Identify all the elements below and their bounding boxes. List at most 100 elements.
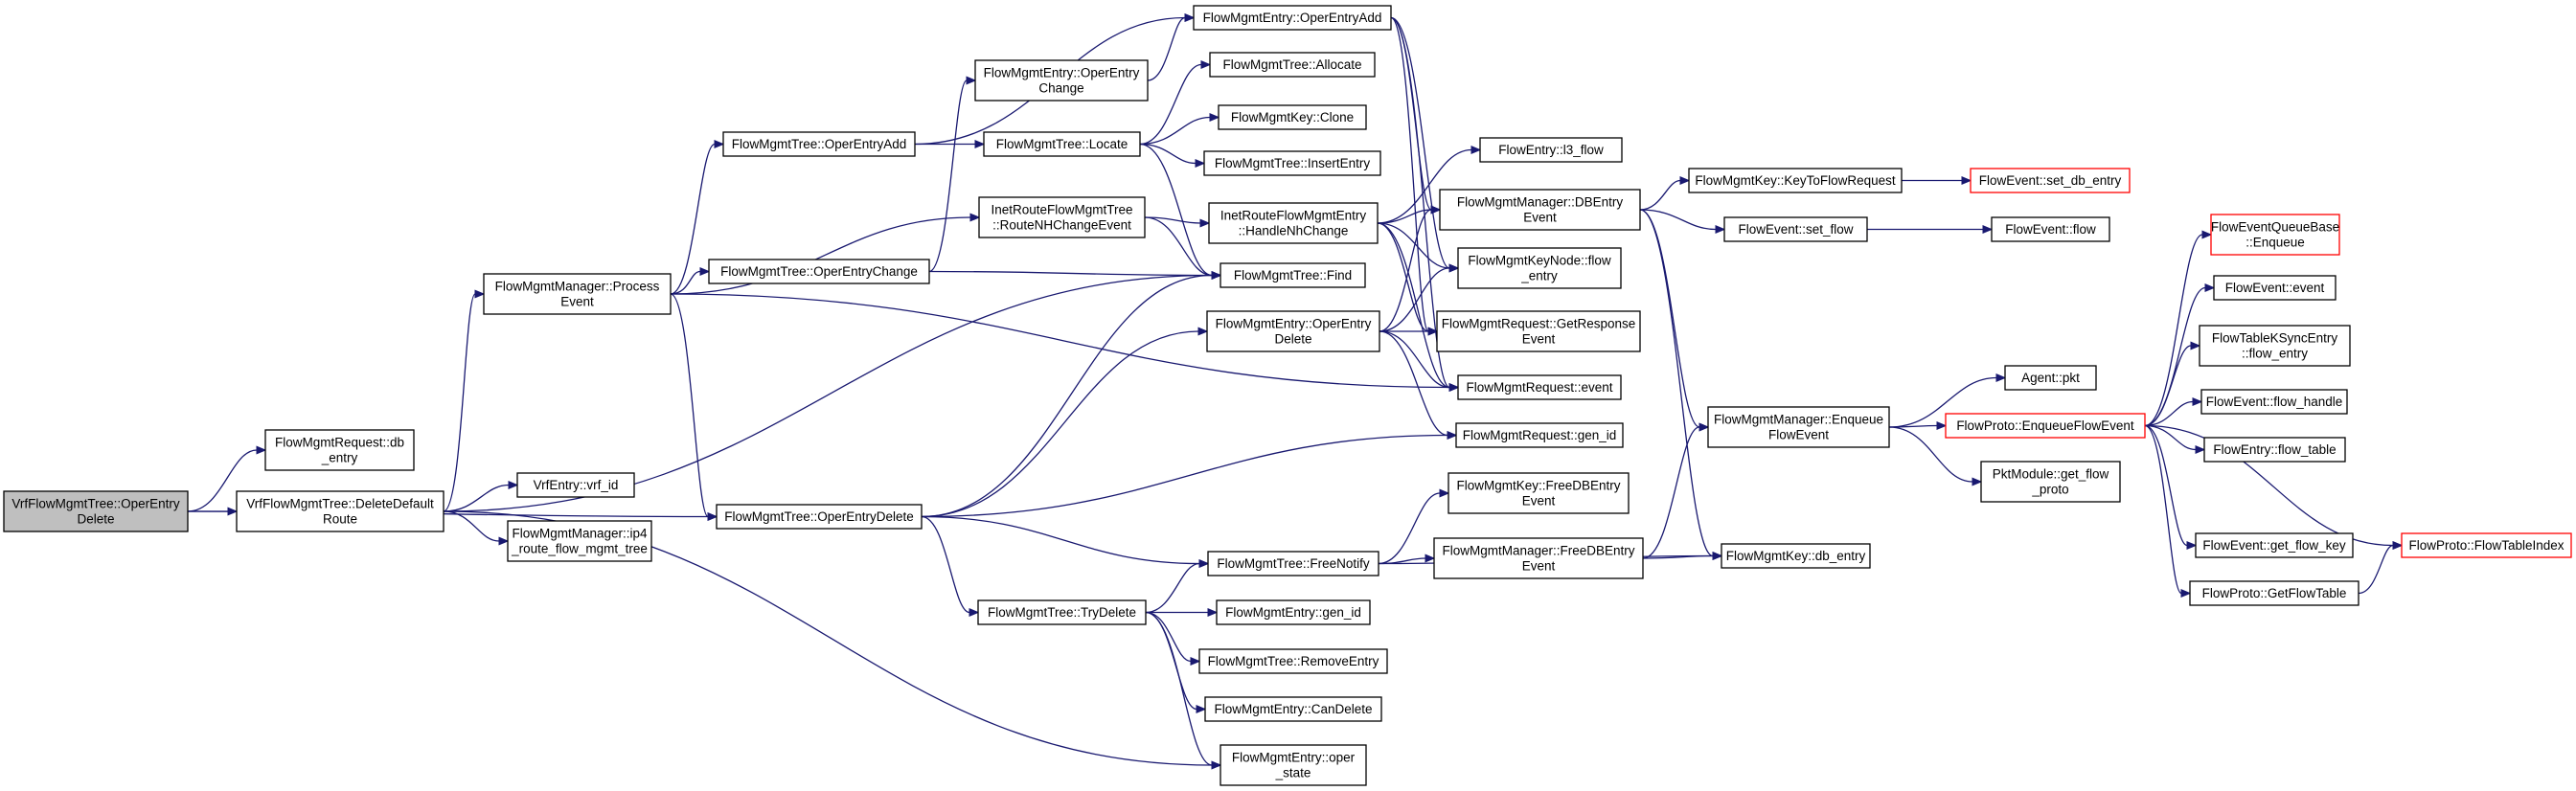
function-node-treeTryDelete[interactable]: FlowMgmtTree::TryDelete	[977, 599, 1147, 625]
function-node-setFlow[interactable]: FlowEvent::set_flow	[1723, 216, 1868, 242]
function-node-enqueueFlowEvent[interactable]: FlowMgmtManager::EnqueueFlowEvent	[1707, 406, 1890, 448]
function-node-entryOperEntryAdd[interactable]: FlowMgmtEntry::OperEntryAdd	[1193, 5, 1392, 31]
node-label: FlowMgmtRequest::event	[1466, 380, 1612, 395]
function-node-handleNh[interactable]: InetRouteFlowMgmtEntry::HandleNhChange	[1208, 202, 1379, 244]
node-label: FlowEvent::set_db_entry	[1979, 173, 2122, 188]
node-box	[1220, 744, 1367, 786]
function-node-getFlowKey[interactable]: FlowEvent::get_flow_key	[2195, 532, 2354, 558]
function-node-entryOperEntryChange[interactable]: FlowMgmtEntry::OperEntryChange	[974, 59, 1149, 102]
edge-arrowhead	[1679, 175, 1691, 186]
function-node-treeAllocate[interactable]: FlowMgmtTree::Allocate	[1209, 52, 1376, 78]
node-box	[722, 131, 916, 157]
node-box	[1218, 104, 1367, 130]
edge-arrowhead	[2192, 396, 2203, 407]
function-node-treeFreeNotify[interactable]: FlowMgmtTree::FreeNotify	[1207, 551, 1379, 576]
edge-line	[2144, 424, 2188, 547]
function-node-treeInsertEntry[interactable]: FlowMgmtTree::InsertEntry	[1203, 150, 1381, 176]
edge-arrowhead	[1982, 224, 1994, 235]
node-label: Event	[1522, 494, 1556, 508]
edge-line	[921, 434, 1448, 518]
function-node-treeRemoveEntry[interactable]: FlowMgmtTree::RemoveEntry	[1198, 648, 1388, 674]
node-label: FlowEntry::flow_table	[2213, 442, 2336, 457]
function-node-keyNodeFlowEntry[interactable]: FlowMgmtKeyNode::flow_entry	[1457, 247, 1622, 289]
function-node-agentPkt[interactable]: Agent::pkt	[2004, 365, 2097, 391]
node-box	[1433, 537, 1644, 579]
function-node-queueBaseEnqueue[interactable]: FlowEventQueueBase::Enqueue	[2210, 214, 2340, 256]
edge-line	[2144, 424, 2182, 595]
function-node-flowHandle[interactable]: FlowEvent::flow_handle	[2200, 389, 2348, 415]
function-node-entryCanDelete[interactable]: FlowMgmtEntry::CanDelete	[1204, 696, 1382, 722]
node-box	[2199, 325, 2351, 367]
call-edge-protoEnqueue-to-getFlowKey	[2144, 424, 2198, 551]
function-node-reqDbEntry[interactable]: FlowMgmtRequest::db_entry	[264, 429, 415, 471]
edge-arrowhead	[1961, 175, 1972, 186]
edge-arrowhead	[699, 266, 711, 277]
function-node-treeOperEntryChange[interactable]: FlowMgmtTree::OperEntryChange	[708, 259, 930, 284]
function-node-eventFlow[interactable]: FlowEvent::flow	[1991, 216, 2110, 242]
function-node-vrfId[interactable]: VrfEntry::vrf_id	[516, 472, 635, 498]
function-node-routeNH[interactable]: InetRouteFlowMgmtTree::RouteNHChangeEven…	[978, 196, 1146, 238]
function-node-l3flow[interactable]: FlowEntry::l3_flow	[1479, 137, 1623, 163]
function-node-entryOperEntryDelete[interactable]: FlowMgmtEntry::OperEntryDelete	[1206, 310, 1380, 352]
function-node-reqEvent[interactable]: FlowMgmtRequest::event	[1457, 374, 1622, 400]
function-node-setDbEntry[interactable]: FlowEvent::set_db_entry	[1970, 168, 2131, 193]
function-node-entryOperState[interactable]: FlowMgmtEntry::oper_state	[1220, 744, 1367, 786]
edge-line	[921, 274, 1213, 518]
call-edge-handleNh-to-dbEntryEvent	[1377, 205, 1442, 224]
edge-arrowhead	[1184, 12, 1196, 23]
call-edge-keyToFlowRequest-to-setDbEntry	[1902, 175, 1972, 186]
call-edge-enqueueFlowEvent-to-agentPkt	[1888, 373, 2007, 428]
edge-arrowhead	[966, 76, 977, 85]
call-edge-treeTryDelete-to-entryGenId	[1146, 607, 1219, 618]
edge-line	[2144, 234, 2203, 427]
node-label: FlowProto::EnqueueFlowEvent	[1956, 418, 2134, 433]
edge-line	[1379, 209, 1432, 332]
edge-arrowhead	[1196, 704, 1207, 714]
function-node-treeLocate[interactable]: FlowMgmtTree::Locate	[983, 131, 1141, 157]
edge-line	[2144, 400, 2194, 427]
function-node-keyDbEntry[interactable]: FlowMgmtKey::db_entry	[1721, 543, 1871, 569]
edge-line	[921, 515, 1200, 565]
edge-arrowhead	[2204, 282, 2216, 293]
edge-arrowhead	[2201, 230, 2213, 239]
function-node-tableIndex[interactable]: FlowProto::FlowTableIndex	[2401, 532, 2572, 558]
edge-arrowhead	[1448, 382, 1460, 393]
function-node-eventEvent[interactable]: FlowEvent::event	[2213, 275, 2337, 301]
function-node-getFlowTable[interactable]: FlowProto::GetFlowTable	[2189, 580, 2359, 606]
function-node-reqGenId[interactable]: FlowMgmtRequest::gen_id	[1455, 422, 1624, 448]
node-box	[1455, 422, 1624, 448]
function-node-ksyncFlowEntry[interactable]: FlowTableKSyncEntry::flow_entry	[2199, 325, 2351, 367]
call-edge-dbEntryEvent-to-setFlow	[1639, 209, 1726, 235]
function-node-treeOperEntryAdd[interactable]: FlowMgmtTree::OperEntryAdd	[722, 131, 916, 157]
function-node-flowTable[interactable]: FlowEntry::flow_table	[2203, 437, 2346, 463]
node-box	[1207, 551, 1379, 576]
node-label: ::Enqueue	[2245, 236, 2305, 250]
call-edge-entryOperEntryDelete-to-dbEntryEvent	[1379, 205, 1442, 332]
function-node-treeOperEntryDelete[interactable]: FlowMgmtTree::OperEntryDelete	[716, 504, 923, 530]
node-label: Event	[1522, 559, 1556, 574]
call-edge-treeOperEntryChange-to-entryOperEntryChange	[928, 76, 977, 273]
edge-line	[1642, 554, 1714, 559]
function-node-protoEnqueue[interactable]: FlowProto::EnqueueFlowEvent	[1945, 413, 2146, 439]
function-node-entryGenId[interactable]: FlowMgmtEntry::gen_id	[1216, 599, 1371, 625]
call-edge-treeOperEntryDelete-to-entryOperEntryDelete	[921, 327, 1209, 518]
node-box	[236, 490, 445, 532]
function-node-root[interactable]: VrfFlowMgmtTree::OperEntryDelete	[3, 490, 189, 532]
function-node-pktGetFlowProto[interactable]: PktModule::get_flow_proto	[1980, 461, 2121, 503]
edge-line	[2144, 424, 2197, 451]
function-node-ip4Route[interactable]: FlowMgmtManager::ip4_route_flow_mgmt_tre…	[507, 520, 652, 562]
function-node-keyToFlowRequest[interactable]: FlowMgmtKey::KeyToFlowRequest	[1688, 168, 1903, 193]
function-node-keyClone[interactable]: FlowMgmtKey::Clone	[1218, 104, 1367, 130]
call-edge-processEvent-to-treeOperEntryChange	[670, 266, 711, 295]
edge-arrowhead	[1447, 430, 1458, 441]
function-node-treeFind[interactable]: FlowMgmtTree::Find	[1220, 262, 1366, 288]
node-label: FlowEvent::event	[2225, 281, 2325, 295]
node-box	[1216, 599, 1371, 625]
